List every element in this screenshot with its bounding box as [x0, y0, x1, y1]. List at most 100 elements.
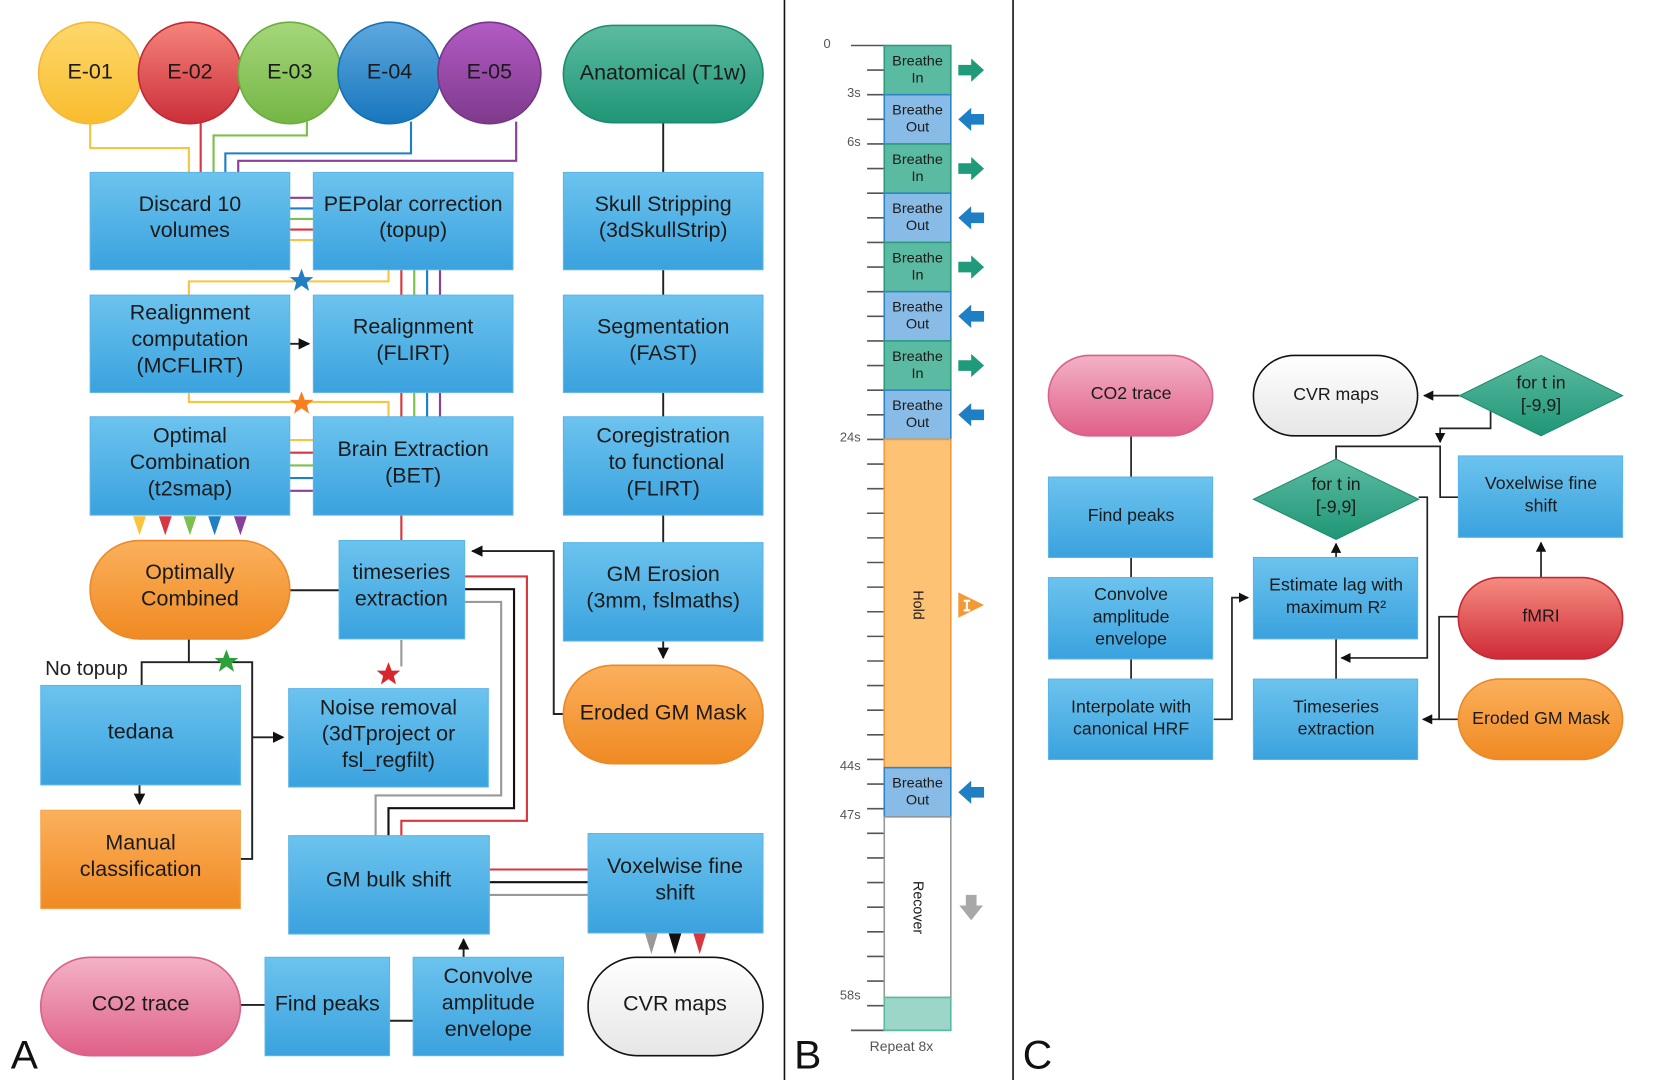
timeline-segment-label: Recover — [910, 881, 926, 934]
echo-connectors — [89, 121, 518, 541]
find-peaks-label: Find peaks — [275, 992, 380, 1016]
c-for-loop-1-label-1: for t in — [1311, 474, 1360, 494]
timeline-segment-in — [883, 143, 952, 194]
convolve-label-1: Convolve — [444, 964, 533, 988]
timeline-segment-label: In — [911, 70, 923, 86]
optimally-combined-label-1: Optimally — [145, 560, 235, 584]
eroded-mask-node — [562, 664, 764, 765]
voxelwise-label-1: Voxelwise fine — [607, 854, 743, 878]
co2-trace-label: CO2 trace — [92, 992, 190, 1016]
timeline-segment-next — [883, 996, 952, 1032]
timeline-segment-label: Breathe — [892, 300, 943, 316]
optimally-combined-node — [89, 539, 291, 640]
segmentation-label-2: (FAST) — [629, 341, 697, 365]
panel-a: E-01 E-02 E-03 E-04 E-05 Anatomical (T1w… — [11, 21, 764, 1078]
timeline-segment-label: Breathe — [892, 53, 943, 69]
manual-label-1: Manual — [105, 831, 175, 855]
timeline-segment-label: Out — [906, 317, 929, 333]
breathe-in-arrow-icon — [958, 156, 985, 181]
c-interpolate-label-2: canonical HRF — [1073, 719, 1189, 739]
echo-2-label: E-02 — [167, 60, 212, 84]
c-timeseries-box — [1252, 678, 1419, 761]
c-fmri-label: fMRI — [1522, 605, 1559, 625]
timeline-tick-label: 0 — [823, 36, 830, 51]
echo-nodes: E-01 E-02 E-03 E-04 E-05 — [37, 21, 542, 125]
realign-comp-label-1: Realignment — [130, 301, 251, 325]
timeline-tick-label: 58s — [840, 988, 861, 1003]
co2-trace-node — [39, 956, 242, 1057]
optcomb-output-arrows — [133, 516, 247, 536]
voxelwise-box — [587, 833, 764, 934]
panel-b-label: B — [794, 1032, 821, 1078]
optcomb-label-2: Combination — [130, 450, 250, 474]
c-cvr-maps-node — [1252, 354, 1419, 437]
breathe-out-arrow-icon — [958, 780, 985, 804]
c-convolve-label-3: envelope — [1095, 629, 1167, 649]
noise-removal-label-3: fsl_regfilt) — [342, 748, 435, 772]
timeline-segment-out — [883, 389, 952, 441]
voxelwise-label-2: shift — [655, 881, 694, 905]
hold-icon — [958, 592, 985, 618]
timeline-segment-label: Breathe — [892, 201, 943, 217]
stars — [214, 268, 401, 685]
coreg-box — [562, 416, 764, 516]
pepolar-box — [312, 171, 514, 271]
c-estimate-lag-label-2: maximum R² — [1286, 597, 1386, 617]
realign-comp-label-2: computation — [132, 327, 249, 351]
cvr-maps-label: CVR maps — [623, 992, 727, 1016]
timeline-segment-label: Breathe — [892, 250, 943, 266]
discard-box — [89, 171, 291, 271]
noise-removal-label-1: Noise removal — [320, 695, 457, 719]
timeline-segment-label: Out — [906, 120, 929, 136]
anatomical-label: Anatomical (T1w) — [580, 61, 747, 85]
timeseries-label-2: extraction — [355, 586, 448, 610]
realign-label-2: (FLIRT) — [376, 341, 449, 365]
echo-3-label: E-03 — [267, 60, 312, 84]
segmentation-box — [562, 294, 764, 393]
breathe-out-arrow-icon — [958, 107, 985, 131]
c-interpolate-box — [1047, 678, 1214, 761]
tedana-box — [40, 684, 241, 786]
panel-a-label: A — [11, 1032, 38, 1078]
bet-label-2: (BET) — [385, 464, 441, 488]
anatomical-node — [562, 24, 764, 124]
c-voxelwise-label-2: shift — [1525, 495, 1558, 515]
coreg-label-3: (FLIRT) — [626, 476, 699, 500]
discard-label-2: volumes — [150, 218, 230, 242]
c-interpolate-label-1: Interpolate with — [1071, 696, 1191, 716]
recover-arrow-icon — [959, 894, 983, 921]
timeline-segment-label: Breathe — [892, 349, 943, 365]
c-cvr-maps-label: CVR maps — [1293, 384, 1379, 404]
timeline-segment-label: Hold — [910, 590, 926, 619]
segmentation-label-1: Segmentation — [597, 315, 729, 339]
realign-comp-label-3: (MCFLIRT) — [137, 354, 244, 378]
timeline-segment-out — [883, 766, 952, 818]
manual-label-2: classification — [80, 857, 202, 881]
echo-5-node — [437, 21, 542, 125]
timeline-segment-label: Out — [906, 218, 929, 234]
c-for-loop-1-label-2: [-9,9] — [1316, 496, 1356, 516]
c-fmri-node — [1457, 576, 1624, 660]
timeline-segment-in — [883, 241, 952, 293]
coreg-label-2: to functional — [609, 450, 725, 474]
red-star-icon — [376, 662, 401, 685]
breathe-out-arrow-icon — [958, 403, 985, 427]
timeline-segment-label: In — [911, 267, 923, 283]
timeline-segments: BreatheInBreatheOutBreatheInBreatheOutBr… — [883, 44, 952, 1032]
timeline-segment-label: Breathe — [892, 103, 943, 119]
panel-a-process-boxes: Discard 10 volumes PEPolar correction (t… — [40, 171, 764, 1057]
timeseries-to-bulk-lines — [374, 575, 589, 896]
timeline-tick-label: 24s — [840, 430, 861, 445]
bet-label-1: Brain Extraction — [337, 437, 488, 461]
panel-c-label: C — [1023, 1032, 1052, 1078]
timeline-tick-label: 6s — [847, 134, 861, 149]
c-voxelwise-label-1: Voxelwise fine — [1485, 473, 1597, 493]
orange-star-icon — [289, 391, 314, 414]
discard-label-1: Discard 10 — [139, 192, 242, 216]
c-convolve-box — [1047, 577, 1214, 660]
c-for-loop-2-label-2: [-9,9] — [1521, 395, 1561, 415]
green-star-icon — [214, 649, 239, 672]
timeline-tick-label: 47s — [840, 807, 861, 822]
